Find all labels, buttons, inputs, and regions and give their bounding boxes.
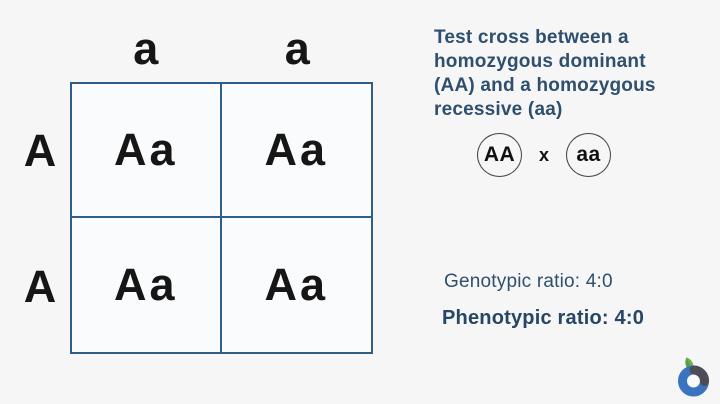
cross-operator: x <box>538 144 549 165</box>
punnett-cell-4: Aa <box>221 218 371 352</box>
punnett-cell-1: Aa <box>72 84 222 218</box>
note-line-1: Test cross between a <box>434 27 629 48</box>
parent2-genotype-circle: aa <box>566 133 611 177</box>
leaf-swirl-b-logo-icon <box>678 357 709 397</box>
brand-logo <box>673 356 713 398</box>
note-line-2: homozygous dominant <box>434 51 646 72</box>
note-line-4: recessive (aa) <box>434 99 563 120</box>
note-line-3: (AA) and a homozygous <box>434 75 656 96</box>
description-note: Test cross between a homozygous dominant… <box>434 26 699 122</box>
col-header-allele-1: a <box>133 22 159 74</box>
row-header-allele-1: A <box>23 124 57 176</box>
row-header-allele-2: A <box>23 260 57 312</box>
punnett-cell-2: Aa <box>221 84 371 218</box>
phenotypic-ratio-label: Phenotypic ratio: 4:0 <box>442 307 645 329</box>
punnett-cell-3: Aa <box>72 218 222 352</box>
genotypic-ratio-label: Genotypic ratio: 4:0 <box>444 271 613 292</box>
parent1-genotype-circle: AA <box>477 133 522 177</box>
punnett-grid: Aa Aa Aa Aa <box>70 82 373 354</box>
punnett-row-headers: A A <box>16 82 64 354</box>
parent-cross: AA x aa <box>477 133 657 177</box>
punnett-column-headers: a a <box>70 20 373 76</box>
col-header-allele-2: a <box>284 22 310 74</box>
